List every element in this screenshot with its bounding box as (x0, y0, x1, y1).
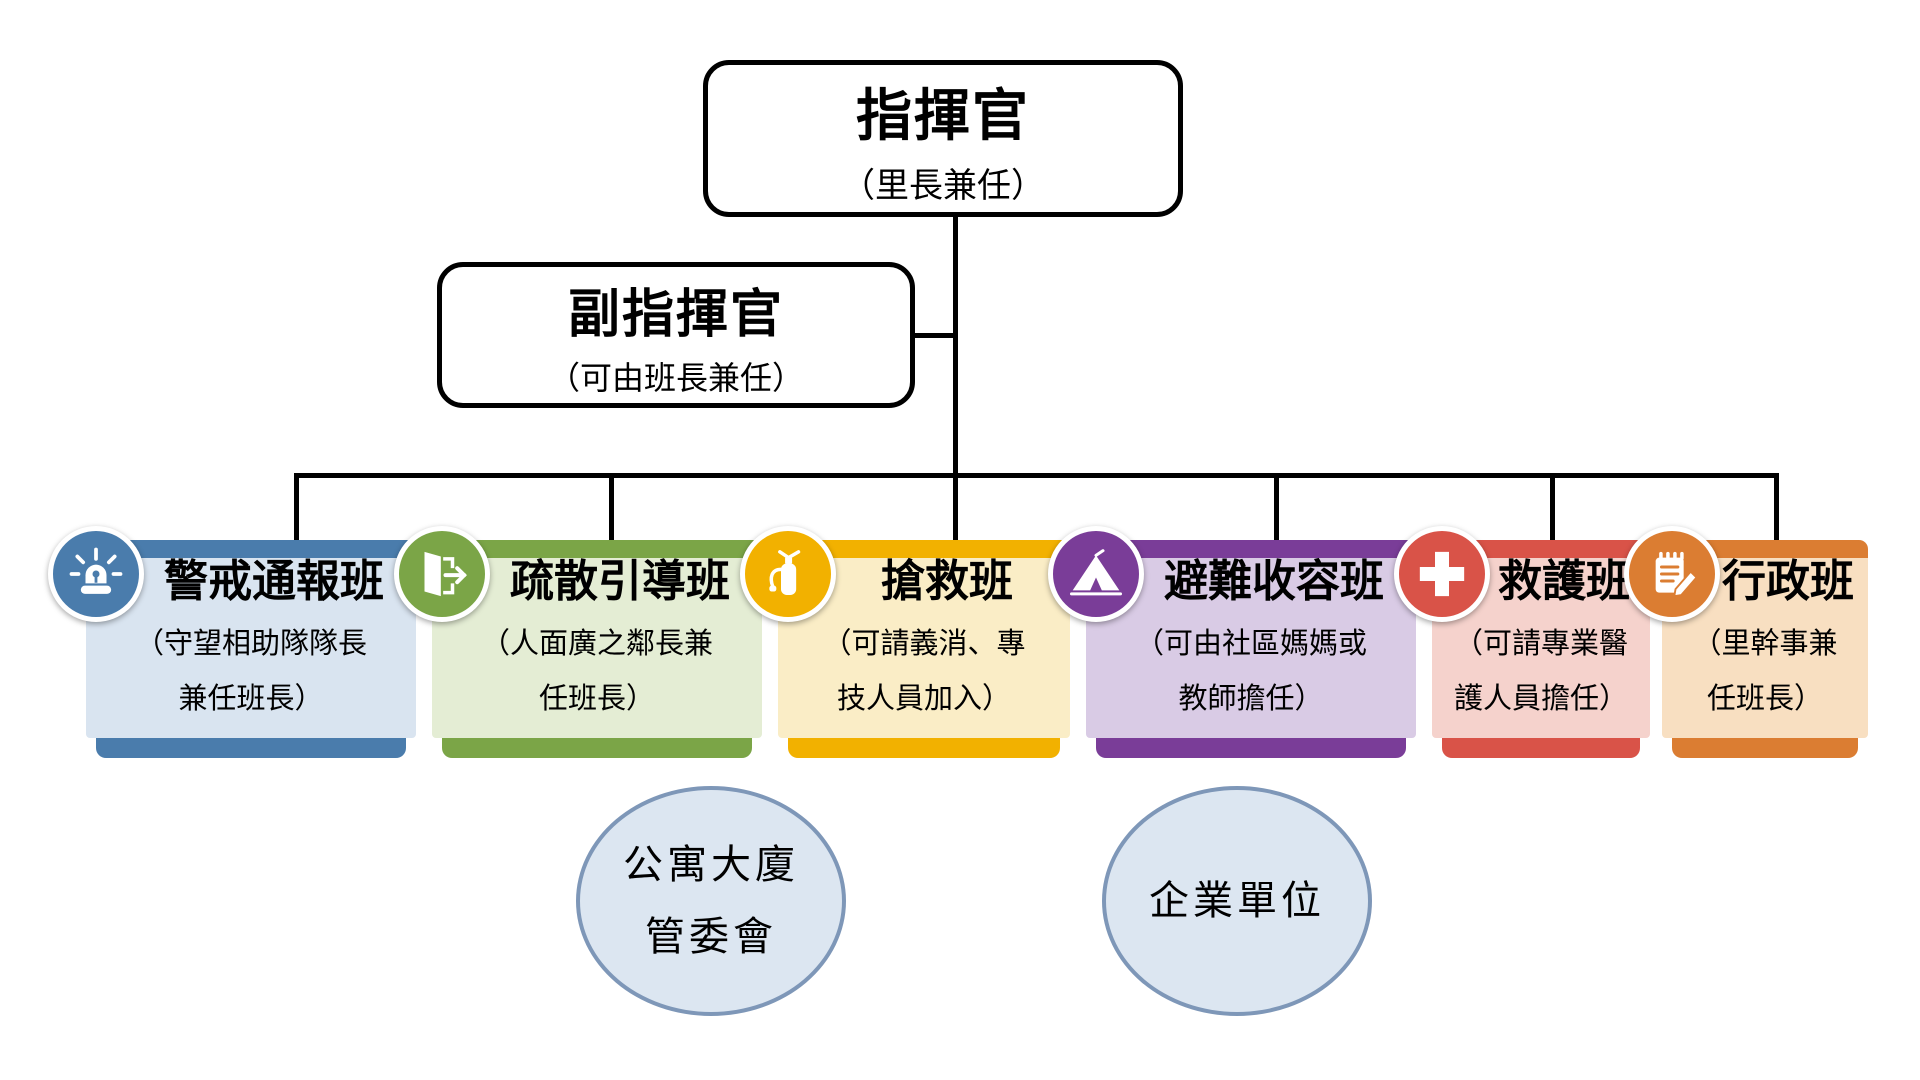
dept-badge (394, 526, 490, 622)
support-label-line1: 公寓大廈 (623, 842, 799, 888)
tent-icon (1069, 549, 1123, 596)
dept-bottombar (1672, 738, 1858, 758)
deputy-commander-node: 副指揮官 （可由班長兼任） (437, 262, 915, 408)
dept-title: 警戒通報班 (164, 556, 384, 607)
dept-subtitle: （守望相助隊隊長 兼任班長） (86, 616, 416, 726)
dept-topbar (86, 540, 416, 558)
connector-commander-vertical (953, 214, 958, 545)
medical-cross-icon (1419, 551, 1465, 597)
deputy-commander-subtitle: （可由班長兼任） (547, 358, 804, 397)
commander-node: 指揮官 （里長兼任） (703, 60, 1183, 217)
dept-subtitle: （人面廣之鄰長兼 任班長） (432, 616, 762, 726)
dept-box-first-aid: 救護班 （可請專業醫 護人員擔任） (1394, 526, 1650, 758)
dept-subtitle-line1: （人面廣之鄰長兼 (480, 626, 713, 660)
dept-subtitle-line2: 兼任班長） (178, 681, 324, 715)
dept-title: 疏散引導班 (510, 556, 730, 607)
fire-extinguisher-icon (769, 550, 801, 595)
dept-box-alert-reporting: 警戒通報班 （守望相助隊隊長 兼任班長） (48, 526, 416, 758)
connector-drop-shelter (1274, 473, 1279, 543)
dept-badge (740, 526, 836, 622)
dept-subtitle-line2: 教師擔任） (1178, 681, 1324, 715)
dept-bottombar (788, 738, 1060, 758)
commander-subtitle: （里長兼任） (841, 165, 1045, 206)
connector-bus-horizontal (296, 473, 1779, 478)
dept-topbar (778, 540, 1070, 558)
deputy-commander-title: 副指揮官 (567, 284, 784, 345)
dept-subtitle-line1: （守望相助隊隊長 (134, 626, 367, 660)
dept-box-evacuation-guidance: 疏散引導班 （人面廣之鄰長兼 任班長） (394, 526, 762, 758)
connector-drop-first-aid (1550, 473, 1555, 543)
exit-door-icon (424, 551, 467, 597)
dept-subtitle-line1: （可請專業醫 (1453, 626, 1628, 660)
dept-bottombar (1096, 738, 1406, 758)
dept-topbar (1432, 540, 1650, 558)
dept-subtitle-line1: （可由社區媽媽或 (1134, 626, 1367, 660)
dept-subtitle-line1: （可請義消、專 (822, 626, 1026, 660)
dept-subtitle-line2: 任班長） (1706, 681, 1823, 715)
dept-title: 避難收容班 (1164, 556, 1384, 607)
commander-title: 指揮官 (856, 83, 1030, 149)
dept-subtitle-line2: 任班長） (538, 681, 655, 715)
dept-subtitle-line1: （里幹事兼 (1692, 626, 1838, 660)
connector-drop-administration (1774, 473, 1779, 543)
dept-badge (48, 526, 144, 622)
dept-subtitle: （可請專業醫 護人員擔任） (1432, 616, 1650, 726)
support-ellipse-label: 企業單位 (1149, 865, 1325, 937)
dept-badge (1624, 526, 1720, 622)
connector-deputy-stub (913, 333, 955, 338)
dept-badge (1394, 526, 1490, 622)
dept-title: 行政班 (1722, 556, 1854, 607)
dept-subtitle: （可由社區媽媽或 教師擔任） (1086, 616, 1416, 726)
dept-bottombar (96, 738, 406, 758)
dept-title: 搶救班 (881, 556, 1013, 607)
dept-subtitle: （里幹事兼 任班長） (1662, 616, 1868, 726)
dept-bottombar (1442, 738, 1640, 758)
dept-box-rescue: 搶救班 （可請義消、專 技人員加入） (740, 526, 1070, 758)
dept-bottombar (442, 738, 752, 758)
siren-icon (69, 547, 123, 594)
support-ellipse-condo-committee: 公寓大廈 管委會 (576, 786, 846, 1016)
support-ellipse-label: 公寓大廈 管委會 (623, 829, 799, 973)
dept-box-administration: 行政班 （里幹事兼 任班長） (1624, 526, 1868, 758)
dept-topbar (432, 540, 762, 558)
dept-title: 救護班 (1498, 556, 1630, 607)
dept-subtitle-line2: 技人員加入） (836, 681, 1011, 715)
notepad-pencil-icon (1655, 551, 1698, 598)
connector-drop-alert (294, 473, 299, 543)
dept-topbar (1086, 540, 1416, 558)
support-label-line2: 管委會 (645, 914, 777, 960)
dept-badge (1048, 526, 1144, 622)
dept-subtitle: （可請義消、專 技人員加入） (778, 616, 1070, 726)
dept-subtitle-line2: 護人員擔任） (1453, 681, 1628, 715)
dept-box-shelter: 避難收容班 （可由社區媽媽或 教師擔任） (1048, 526, 1416, 758)
support-label-line1: 企業單位 (1149, 878, 1325, 924)
connector-drop-evacuation (609, 473, 614, 543)
support-ellipse-enterprise: 企業單位 (1102, 786, 1372, 1016)
